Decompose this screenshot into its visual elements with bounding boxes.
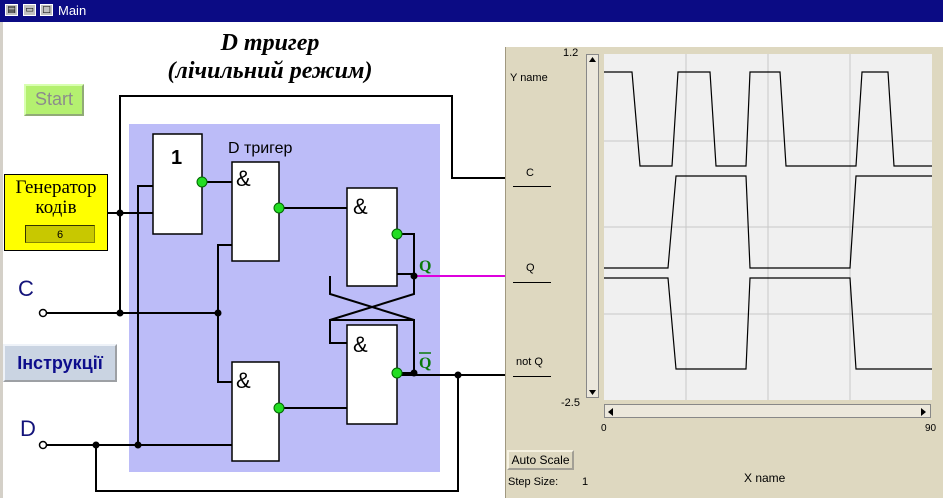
document-icon[interactable]: ▤ [5, 4, 18, 16]
channel-c-rule [513, 186, 551, 187]
c-to-and-bottom [217, 313, 232, 383]
scroll-right-icon [921, 408, 926, 416]
cross-wire-3 [329, 276, 415, 321]
q-waveform [604, 175, 932, 269]
c-waveform [604, 71, 932, 167]
nand-gate-bottom [346, 324, 398, 425]
or-gate-label: 1 [171, 147, 182, 169]
junction [116, 209, 124, 217]
cross-wire-4 [329, 276, 415, 321]
c-terminal[interactable] [38, 308, 48, 318]
generator-value-field[interactable]: 6 [25, 225, 95, 243]
input-c-label: C [18, 276, 34, 301]
feedback-wire [119, 95, 505, 313]
channel-q-rule [513, 282, 551, 283]
maximize-icon[interactable]: □ [40, 4, 53, 16]
channel-notq-label: not Q [516, 356, 543, 368]
channel-c-label: C [526, 167, 534, 179]
and-gate-bottom [231, 361, 280, 462]
step-size-label: Step Size: [508, 476, 559, 488]
nand-bottom-output-node [391, 367, 403, 379]
nand-gate-top-label: & [353, 194, 368, 219]
input-d-label: D [20, 416, 36, 441]
junction [454, 371, 462, 379]
scroll-down-icon [589, 390, 596, 395]
channel-q-label: Q [526, 262, 535, 274]
window-title: Main [58, 3, 87, 18]
d-terminal[interactable] [38, 440, 48, 450]
and-top-output-node [273, 202, 285, 214]
block-title: D тригер [228, 140, 293, 157]
start-button[interactable]: Start [24, 84, 84, 116]
bottom-loop-wire [95, 375, 459, 492]
x-min-label: 0 [601, 423, 607, 434]
scroll-left-icon [608, 408, 613, 416]
scroll-up-icon [589, 57, 596, 62]
junction [116, 309, 124, 317]
junction [92, 441, 100, 449]
y-min-label: -2.5 [561, 397, 580, 409]
plot-area[interactable] [604, 54, 932, 400]
horizontal-scrollbar-arrows [608, 408, 926, 416]
junction [410, 272, 418, 280]
page-title: D тригер [220, 30, 320, 56]
junction [134, 441, 142, 449]
notq-waveform [604, 277, 932, 370]
auto-scale-button[interactable]: Auto Scale [507, 450, 574, 470]
vertical-scrollbar-arrows [589, 57, 596, 395]
y-name-label: Y name [510, 72, 548, 84]
d-to-or-wire [96, 185, 153, 446]
horizontal-scrollbar[interactable] [604, 404, 931, 418]
instructions-button[interactable]: Інструкції [3, 344, 117, 382]
title-bar: ▤ ▭ □ Main [0, 0, 943, 22]
c-to-and-top [217, 244, 232, 313]
code-generator: Генератор кодів 6 [4, 174, 108, 251]
generator-label: Генератор кодів [15, 177, 97, 218]
q-label: Q [419, 258, 431, 275]
window-frame [0, 22, 3, 498]
page-subtitle: (лічильний режим) [167, 58, 373, 84]
vertical-scrollbar[interactable] [586, 54, 599, 398]
or-gate [152, 133, 203, 235]
notq-label: Q [419, 355, 431, 372]
and-gate-top [231, 161, 280, 262]
restore-icon[interactable]: ▭ [23, 4, 36, 16]
and-gate-top-label: & [236, 166, 251, 191]
or-output-node [196, 176, 208, 188]
channel-notq-rule [513, 376, 551, 377]
y-max-label: 1.2 [563, 47, 579, 59]
junction [410, 369, 418, 377]
step-size-value: 1 [582, 476, 589, 488]
nand-top-output-node [391, 228, 403, 240]
waveform-plot [604, 54, 932, 400]
and-gate-bottom-label: & [236, 368, 251, 393]
and-bottom-output-node [273, 402, 285, 414]
junction [214, 309, 222, 317]
nand-gate-bottom-label: & [353, 332, 368, 357]
x-name-label: X name [744, 471, 786, 485]
x-max-label: 90 [925, 423, 937, 434]
